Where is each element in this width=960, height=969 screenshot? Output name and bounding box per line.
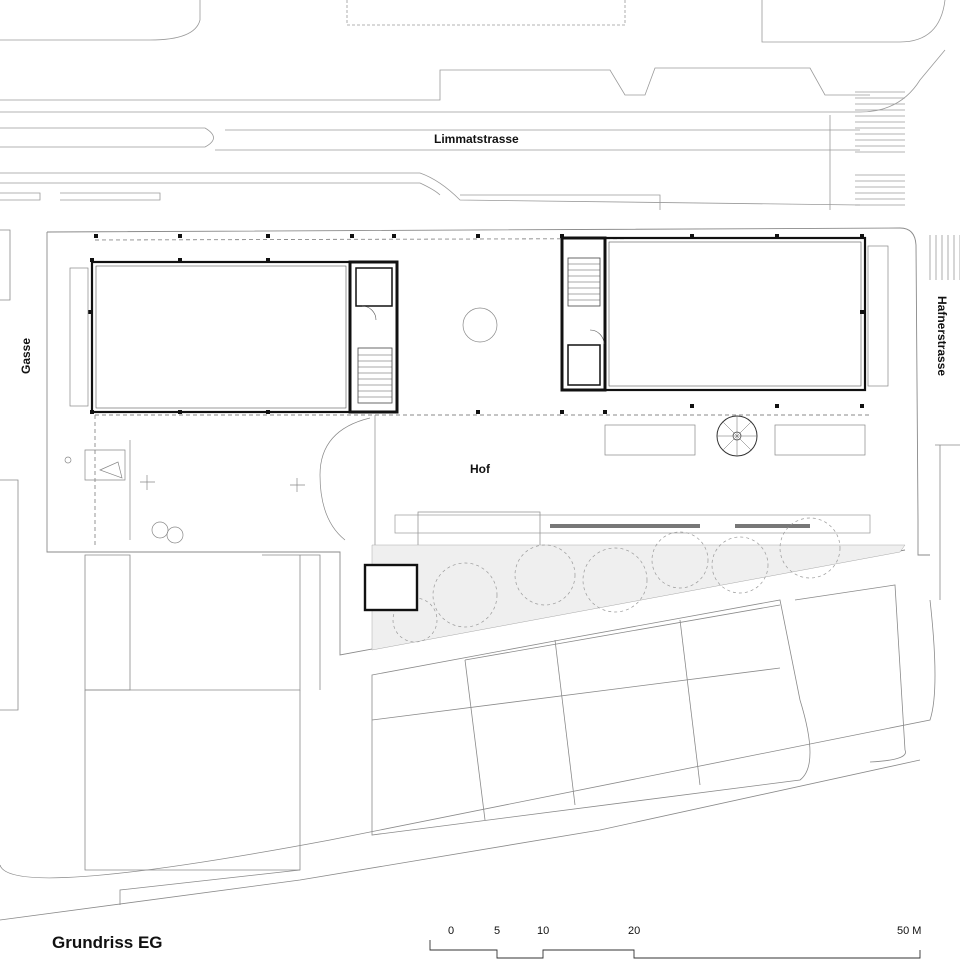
west-building xyxy=(69,234,480,414)
street-label-gasse: Gasse xyxy=(19,338,33,374)
scale-bar: 0 5 10 20 50 M xyxy=(429,925,921,959)
street-label-hafnerstrasse: Hafnerstrasse xyxy=(935,296,949,376)
scale-tick-50: 50 M xyxy=(897,925,921,937)
neighbour-buildings xyxy=(0,229,960,921)
crosswalk-top xyxy=(855,91,905,206)
street-context xyxy=(0,0,946,210)
scale-tick-20: 20 xyxy=(628,925,640,937)
scale-tick-10: 10 xyxy=(537,925,549,937)
page-title: Grundriss EG xyxy=(52,933,163,952)
street-label-limmatstrasse: Limmatstrasse xyxy=(434,132,519,146)
crosswalk-right xyxy=(929,235,960,280)
courtyard-elements xyxy=(64,307,871,548)
scale-tick-0: 0 xyxy=(448,925,454,937)
garden-strip xyxy=(363,517,906,651)
scale-tick-5: 5 xyxy=(494,925,500,937)
area-label-hof: Hof xyxy=(470,462,491,476)
east-building xyxy=(560,234,889,414)
